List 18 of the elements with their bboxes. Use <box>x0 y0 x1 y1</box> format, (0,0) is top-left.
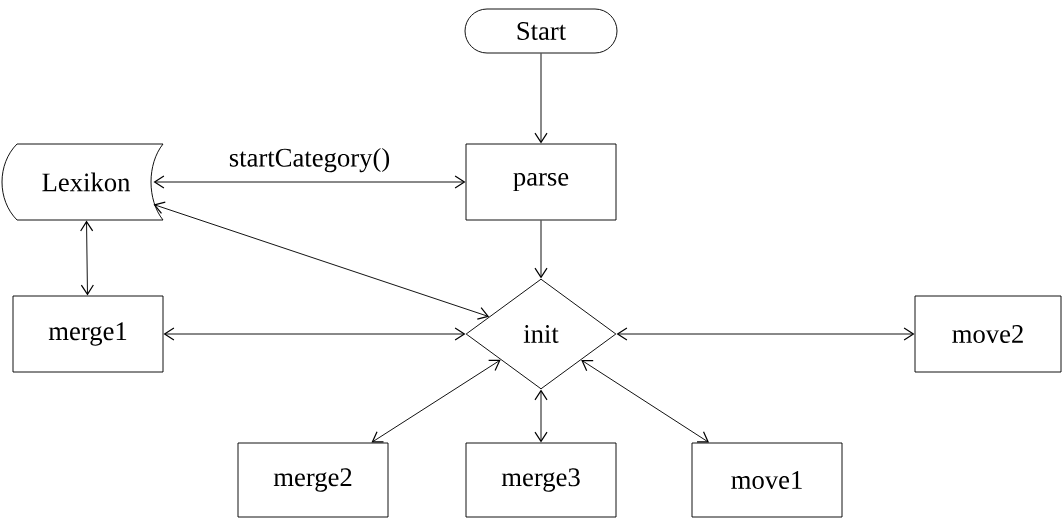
arrow <box>616 327 915 341</box>
process-box: merge2 <box>237 442 389 518</box>
arrow <box>163 327 466 341</box>
arrow <box>534 53 548 144</box>
start-terminal: Start <box>464 8 618 54</box>
arrow <box>581 359 710 443</box>
process-box: parse <box>465 143 617 221</box>
process-box: merge3 <box>465 442 617 518</box>
process-box: move2 <box>914 295 1062 373</box>
process-box: merge1 <box>12 295 164 373</box>
arrow <box>371 359 501 443</box>
arrow <box>534 389 548 443</box>
process-box: move1 <box>691 442 843 518</box>
arrow <box>153 175 466 189</box>
arrow <box>153 201 490 320</box>
arrow <box>80 220 94 296</box>
edge-label: startCategory() <box>227 146 392 174</box>
arrow <box>534 220 548 279</box>
